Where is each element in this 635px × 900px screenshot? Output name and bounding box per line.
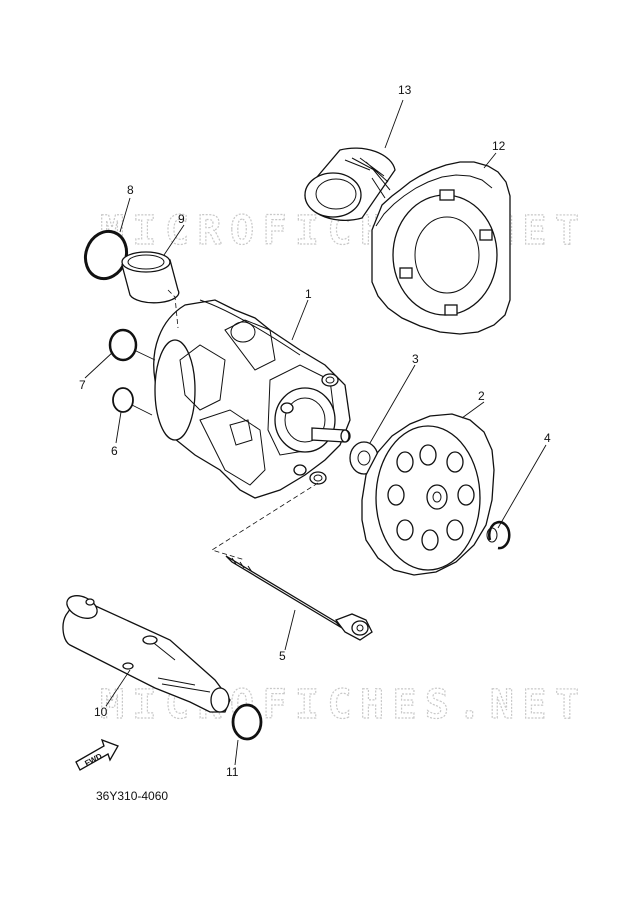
part-11-o-ring[interactable] <box>231 703 263 741</box>
leader-1 <box>291 299 309 341</box>
leader-2 <box>461 401 485 419</box>
callout-10: 10 <box>94 705 108 719</box>
part-10-pump-shaft[interactable] <box>62 591 231 713</box>
part-code: 36Y310-4060 <box>96 789 168 803</box>
part-13-needle-bearing[interactable] <box>304 147 396 221</box>
leader-5 <box>284 609 296 651</box>
assembly-line-1 <box>167 289 179 329</box>
leader-6 <box>115 411 122 444</box>
part-9-collar[interactable] <box>121 251 180 304</box>
callout-8: 8 <box>127 183 134 197</box>
leader-12 <box>483 152 497 169</box>
part-4-circlip[interactable] <box>486 520 511 550</box>
callout-3: 3 <box>412 352 419 366</box>
callout-5: 5 <box>279 649 286 663</box>
callout-2: 2 <box>478 389 485 403</box>
callout-13: 13 <box>398 83 412 97</box>
callout-7: 7 <box>79 378 86 392</box>
callout-4: 4 <box>544 431 551 445</box>
callout-1: 1 <box>305 287 312 301</box>
part-7-o-ring[interactable] <box>108 328 138 362</box>
part-12-starter-wheel-gear[interactable] <box>371 161 511 335</box>
leader-7 <box>84 351 114 379</box>
callout-11: 11 <box>226 765 239 779</box>
leader-4 <box>497 444 547 529</box>
fwd-arrow-icon: FWD <box>75 738 119 771</box>
leader-8 <box>119 197 131 233</box>
leader-13 <box>384 99 404 149</box>
assembly-line-3 <box>131 349 156 416</box>
leader-11 <box>234 739 239 766</box>
part-2-pump-driven-gear[interactable] <box>361 413 495 576</box>
leader-3 <box>369 364 416 444</box>
callout-12: 12 <box>492 139 506 153</box>
callout-6: 6 <box>111 444 118 458</box>
part-1-oil-pump-assembly[interactable] <box>153 299 351 499</box>
leader-10 <box>105 669 131 707</box>
assembly-line-2 <box>211 482 319 561</box>
part-5-bolt[interactable] <box>225 555 373 641</box>
leader-9 <box>163 224 185 256</box>
callout-9: 9 <box>178 212 185 226</box>
part-6-o-ring[interactable] <box>112 387 134 413</box>
